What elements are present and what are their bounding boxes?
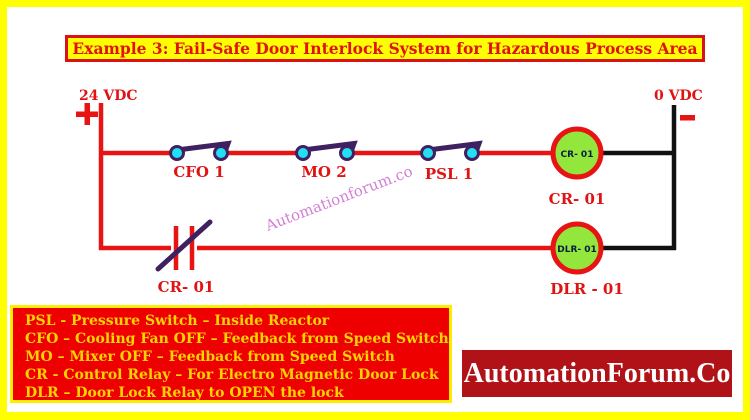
page-title: Example 3: Fail-Safe Door Interlock Syst… (72, 39, 698, 58)
coil-inner-text: CR- 01 (561, 150, 594, 160)
plus-bar (84, 103, 90, 125)
coil-dlr: DLR- 01 (550, 221, 604, 275)
switch-node (213, 145, 229, 161)
coil-circle (550, 126, 604, 180)
coil-circle (550, 221, 604, 275)
contact-cr-nc (155, 219, 213, 272)
label-dlr-coil: DLR - 01 (550, 280, 624, 298)
title-box: Example 3: Fail-Safe Door Interlock Syst… (65, 35, 705, 62)
label-mo: MO 2 (301, 163, 346, 181)
label-cr-coil: CR- 01 (549, 190, 606, 208)
brand-logo: AutomationForum.Co (462, 350, 732, 397)
legend-item-cr: CR - Control Relay – For Electro Magneti… (25, 367, 439, 383)
coil-cr: CR- 01 (550, 126, 604, 180)
legend-item-dlr: DLR – Door Lock Relay to OPEN the lock (25, 385, 344, 401)
switch-node (339, 145, 355, 161)
plus-icon (76, 103, 98, 125)
label-cr-contact: CR- 01 (158, 278, 215, 296)
legend-box: PSL - Pressure Switch – Inside Reactor C… (10, 305, 452, 403)
legend-item-mo: MO – Mixer OFF – Feedback from Speed Swi… (25, 349, 395, 365)
switch-node (420, 145, 436, 161)
legend-item-cfo: CFO – Cooling Fan OFF – Feedback from Sp… (25, 331, 449, 347)
switch-blade (425, 140, 483, 153)
switch-blade (174, 140, 232, 153)
label-cfo: CFO 1 (173, 163, 224, 181)
brand-logo-text: AutomationForum.Co (463, 357, 731, 389)
coil-inner-text: DLR- 01 (557, 245, 597, 255)
label-psl: PSL 1 (425, 165, 473, 183)
switch-blade (300, 140, 358, 153)
switch-mo (295, 140, 358, 161)
switch-node (295, 145, 311, 161)
switch-node (464, 145, 480, 161)
legend-item-psl: PSL - Pressure Switch – Inside Reactor (25, 313, 330, 329)
switch-cfo (169, 140, 232, 161)
left-rail-label: 24 VDC (79, 88, 138, 104)
switch-node (169, 145, 185, 161)
contact-nc-slash (155, 219, 213, 272)
minus-icon (680, 115, 695, 121)
right-rail-label: 0 VDC (654, 88, 703, 104)
switch-psl (420, 140, 483, 161)
